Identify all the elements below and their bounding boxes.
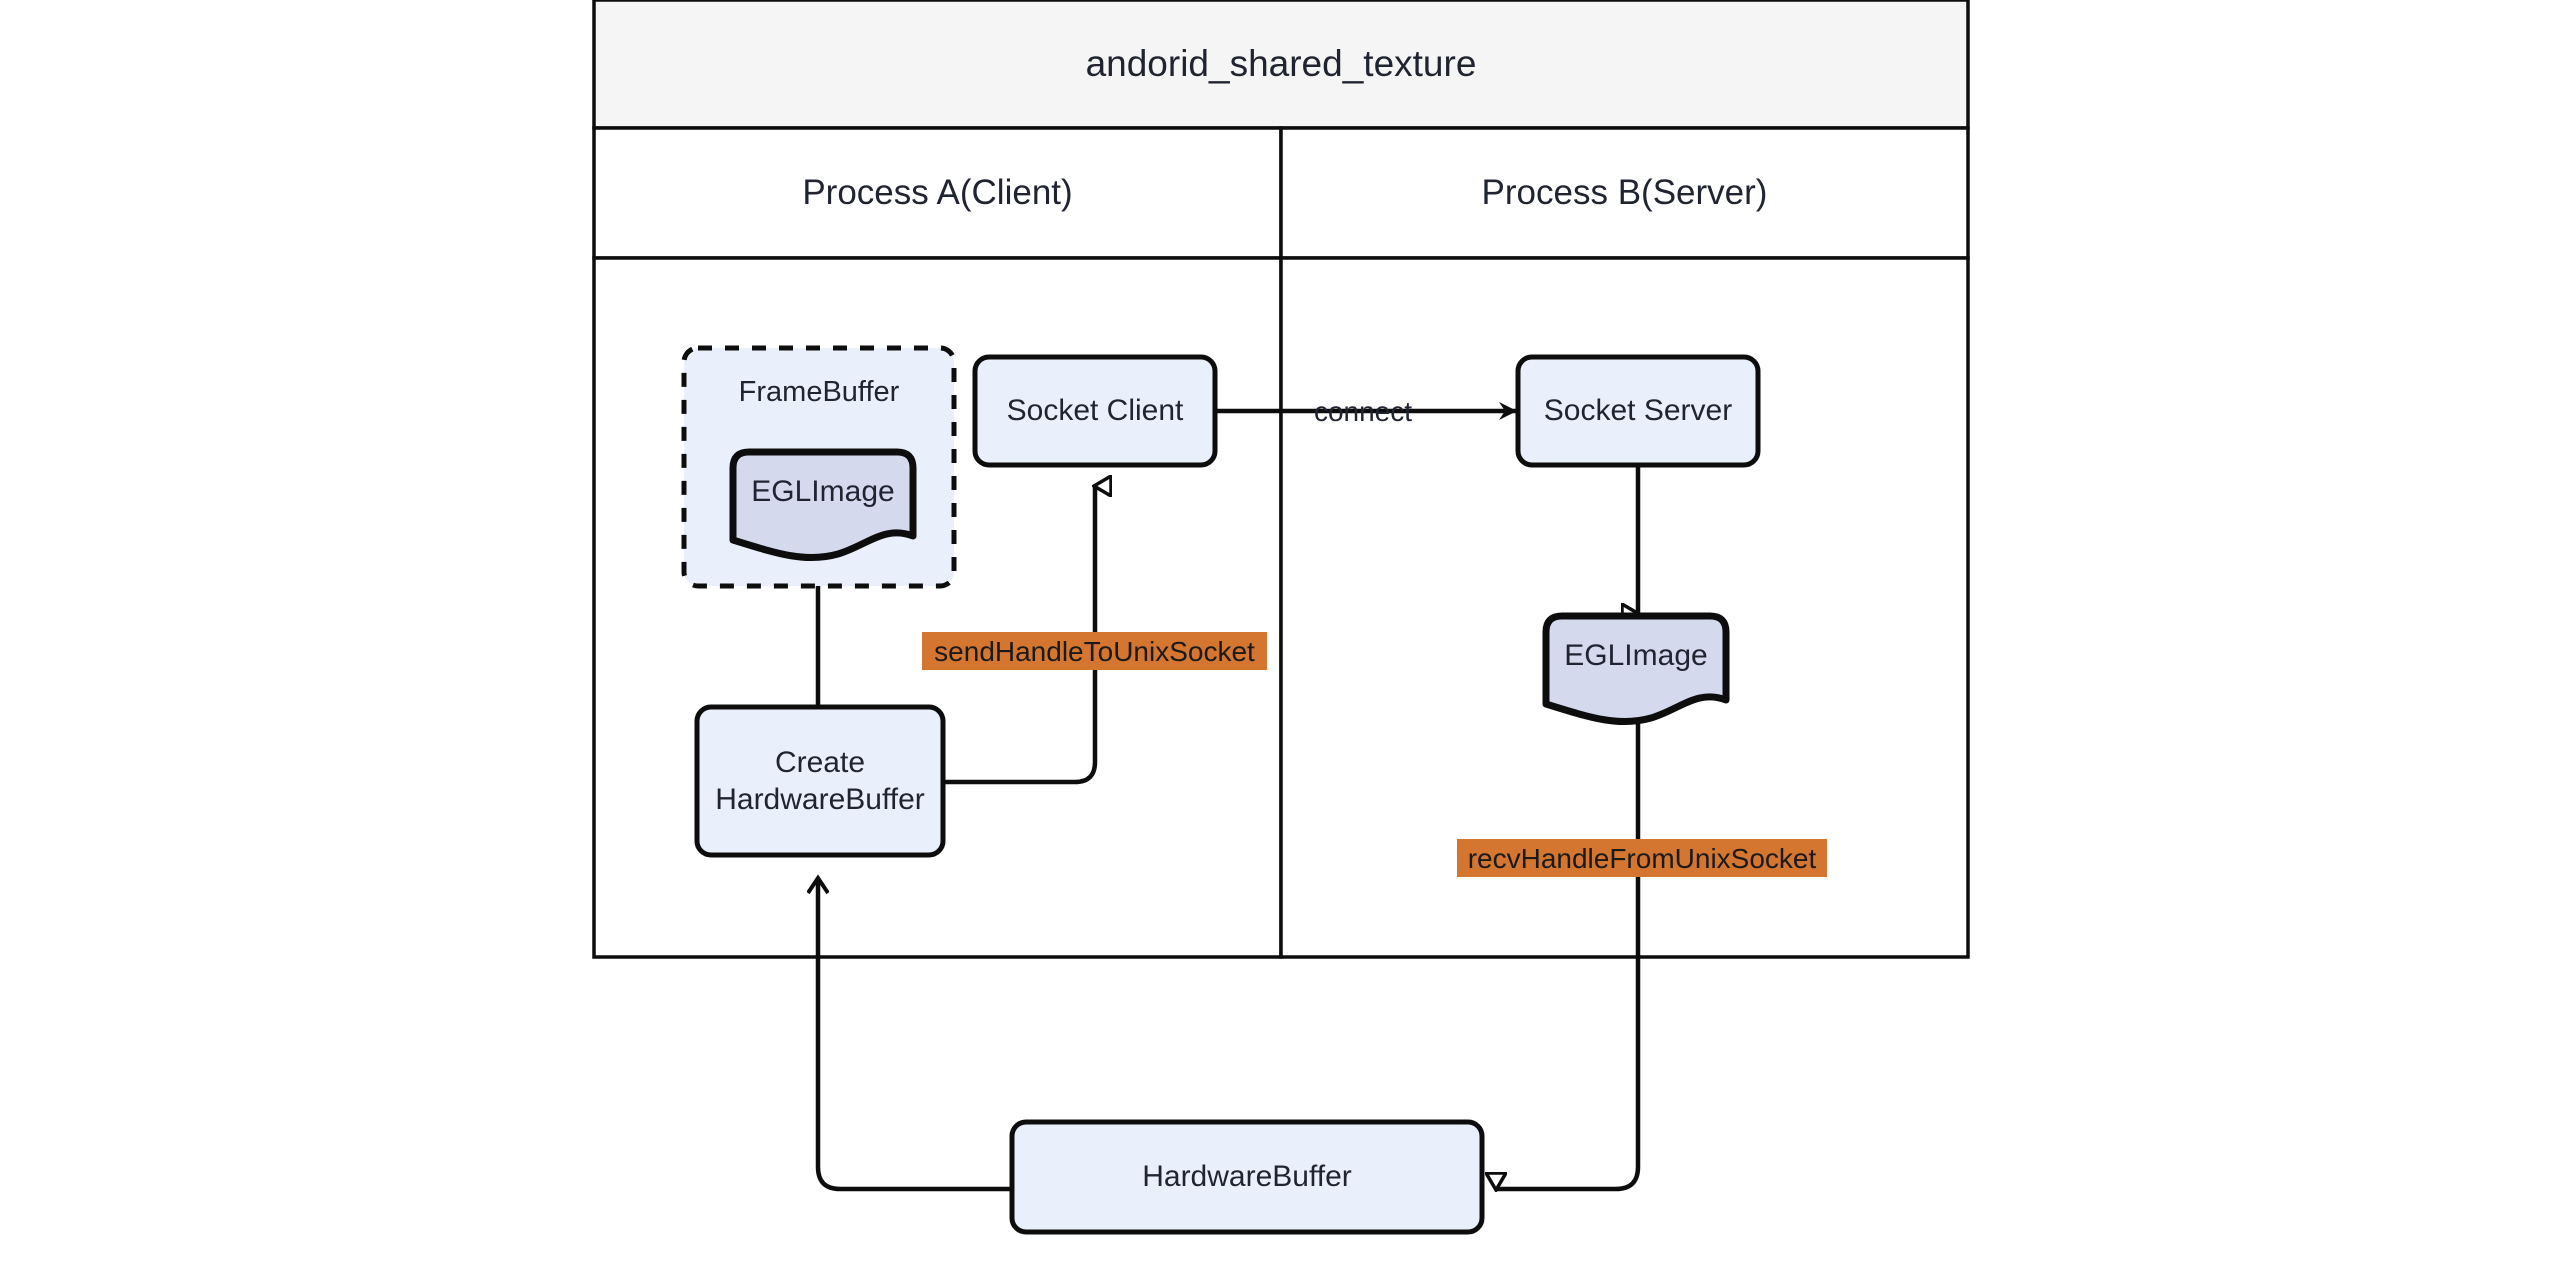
highlight-send-handle (922, 632, 1267, 670)
lane-header-process-b (1279, 126, 1970, 260)
node-socket-client[interactable] (972, 354, 1218, 468)
edge-hardwarebuffer-to-createhb (818, 879, 1012, 1192)
edge-eglimage-to-hardwarebuffer (1496, 712, 1641, 1189)
node-eglimage-client[interactable] (729, 448, 917, 562)
title-band (592, 0, 1970, 130)
edge-createhb-to-socketclient (941, 486, 1095, 785)
node-eglimage-server[interactable] (1542, 612, 1730, 726)
node-socket-server[interactable] (1515, 354, 1761, 468)
node-create-hardwarebuffer[interactable] (694, 704, 946, 858)
highlight-recv-handle (1457, 839, 1827, 877)
edges (818, 402, 1641, 1192)
node-hardwarebuffer[interactable] (1009, 1119, 1485, 1235)
lane-header-process-a (592, 126, 1283, 260)
